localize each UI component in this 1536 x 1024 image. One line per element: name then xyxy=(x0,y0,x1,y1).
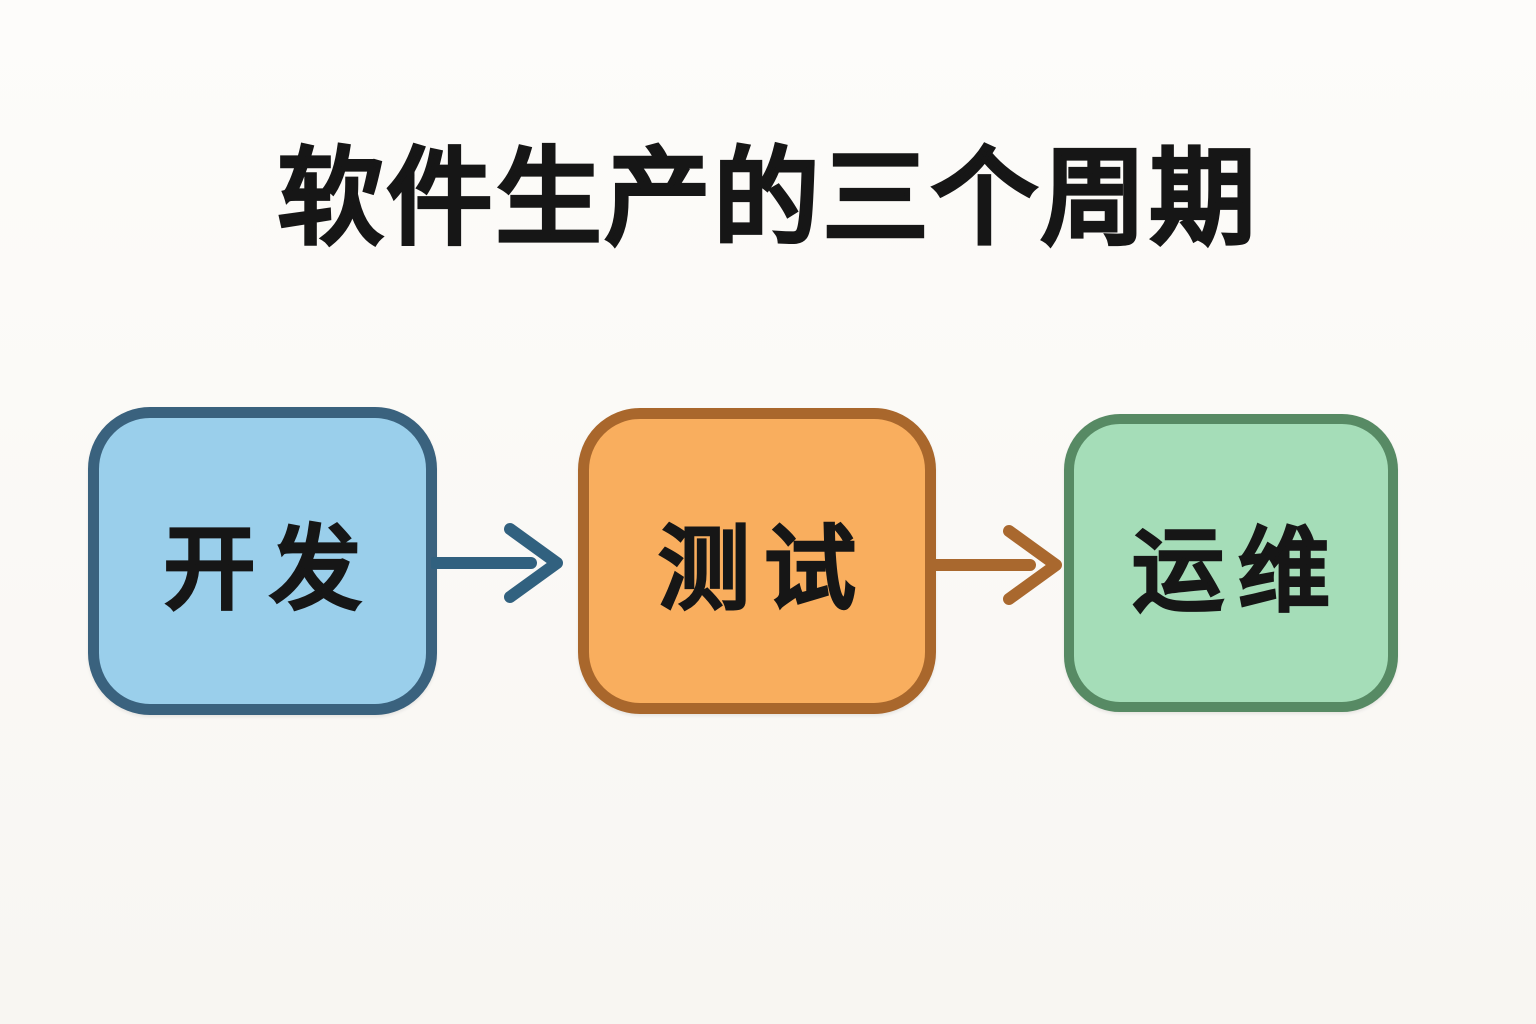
node-development-label: 开发 xyxy=(163,518,376,622)
node-testing-label: 测试 xyxy=(657,518,870,622)
node-testing: 测试 xyxy=(578,408,936,714)
arrow-dev-to-test-icon xyxy=(431,523,563,603)
page-title: 软件生产的三个周期 xyxy=(277,139,1259,259)
node-operations: 运维 xyxy=(1064,414,1398,712)
node-development: 开发 xyxy=(88,407,437,715)
node-operations-label: 运维 xyxy=(1131,520,1344,624)
arrow-head xyxy=(504,523,563,603)
arrow-head xyxy=(1003,525,1062,605)
arrow-test-to-ops-icon xyxy=(930,525,1062,605)
